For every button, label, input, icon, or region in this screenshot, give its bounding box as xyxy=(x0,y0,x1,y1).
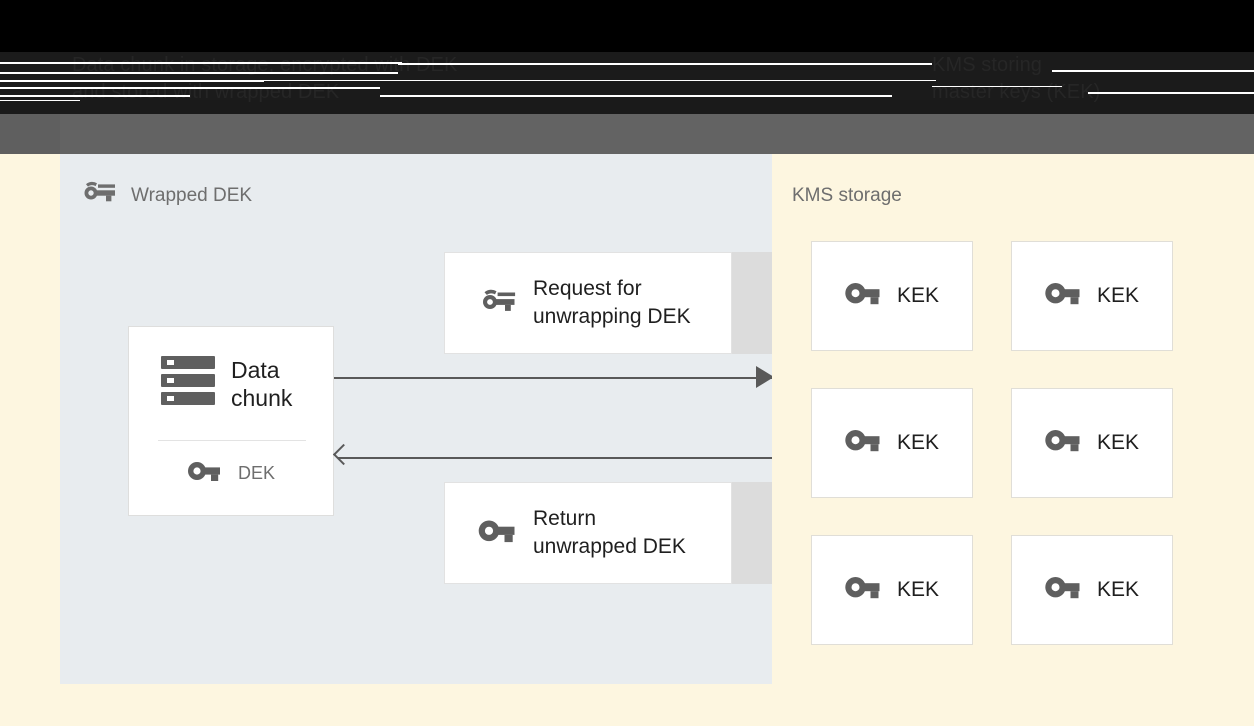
header-black-band xyxy=(0,0,1254,52)
scanline-artifact xyxy=(1052,70,1254,72)
return-message-label: Return unwrapped DEK xyxy=(533,507,686,558)
scanline-artifact xyxy=(0,80,264,82)
request-message-label: Request for unwrapping DEK xyxy=(533,277,691,328)
kek-card[interactable]: KEK xyxy=(1011,241,1173,351)
wrapped-dek-title: Wrapped DEK xyxy=(131,184,253,206)
header-caption-right: KMS storing master keys (KEK) xyxy=(932,54,1101,103)
kek-label: KEK xyxy=(896,431,940,454)
kek-card[interactable]: KEK xyxy=(811,535,973,645)
request-message: Request for unwrapping DEK xyxy=(444,252,774,354)
wrapped-dek-title-row: Wrapped DEK xyxy=(80,180,252,211)
key-icon xyxy=(187,460,221,487)
wrapped-key-icon xyxy=(478,287,518,320)
request-message-tail xyxy=(732,252,774,354)
kek-card[interactable]: KEK xyxy=(811,388,973,498)
scanline-artifact xyxy=(932,86,1062,87)
kms-storage-title: KMS storage xyxy=(792,185,902,206)
key-icon xyxy=(845,281,883,311)
key-icon xyxy=(845,428,883,458)
scanline-artifact xyxy=(0,87,380,89)
kek-card[interactable]: KEK xyxy=(811,241,973,351)
kek-label: KEK xyxy=(896,284,940,307)
scanline-artifact xyxy=(0,62,402,64)
kek-label: KEK xyxy=(1096,431,1140,454)
storage-stack-icon xyxy=(161,355,215,412)
return-message: Return unwrapped DEK xyxy=(444,482,774,584)
scanline-artifact xyxy=(398,63,932,65)
return-message-tail xyxy=(732,482,774,584)
wrapped-key-icon xyxy=(80,180,118,211)
kek-label: KEK xyxy=(1096,284,1140,307)
key-icon xyxy=(1045,575,1083,605)
request-arrow-line xyxy=(334,377,772,379)
kek-label: KEK xyxy=(896,578,940,601)
kek-label: KEK xyxy=(1096,578,1140,601)
data-chunk-card[interactable]: Data chunk DEK xyxy=(128,326,334,516)
kek-card[interactable]: KEK xyxy=(1011,388,1173,498)
return-arrow-line xyxy=(338,457,772,459)
scanline-artifact xyxy=(0,95,190,97)
key-icon xyxy=(845,575,883,605)
dek-row: DEK xyxy=(187,460,275,487)
kek-card[interactable]: KEK xyxy=(1011,535,1173,645)
kek-grid: KEK KEK KEK xyxy=(811,241,1173,645)
header-caption-left: Data chunk in storage, encrypted with DE… xyxy=(72,54,458,103)
key-icon xyxy=(1045,428,1083,458)
data-chunk-row: Data chunk xyxy=(161,355,292,412)
card-divider xyxy=(158,440,306,441)
data-chunk-label: Data chunk xyxy=(231,356,293,411)
return-message-card[interactable]: Return unwrapped DEK xyxy=(444,482,732,584)
scanline-artifact xyxy=(380,95,892,97)
scanline-artifact xyxy=(236,80,936,81)
header-gray-band xyxy=(0,114,1254,154)
header-gray-band-left xyxy=(0,114,60,154)
header-dark-band-lower xyxy=(0,100,1254,114)
scanline-artifact xyxy=(0,72,398,74)
request-message-card[interactable]: Request for unwrapping DEK xyxy=(444,252,732,354)
key-icon xyxy=(1045,281,1083,311)
dek-label: DEK xyxy=(238,463,276,483)
scanline-artifact xyxy=(1088,92,1254,94)
scanline-artifact xyxy=(0,100,80,101)
request-arrow-head-icon xyxy=(756,366,774,388)
key-icon xyxy=(478,518,518,549)
